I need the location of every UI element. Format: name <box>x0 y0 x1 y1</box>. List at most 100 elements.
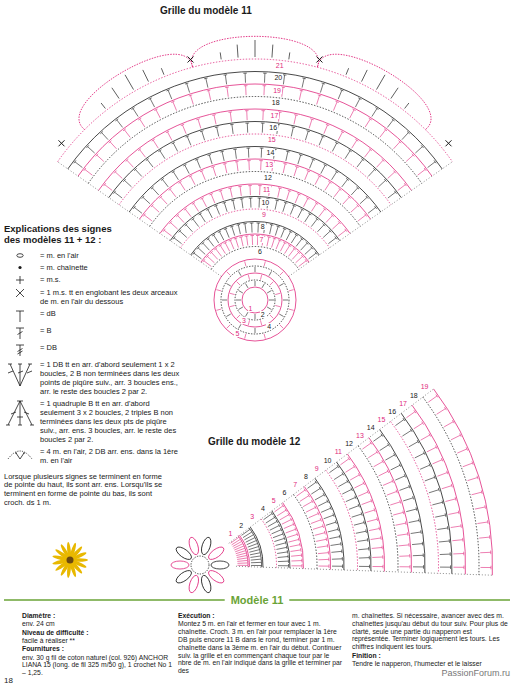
stitch-symbol <box>176 214 184 222</box>
stitch-symbol <box>477 520 488 524</box>
round-arc <box>401 413 452 573</box>
stitch-symbol <box>338 131 344 140</box>
stitch-symbol <box>301 242 309 250</box>
stitch-symbol <box>362 442 372 450</box>
stitch-symbol <box>126 159 134 167</box>
stitch-symbol <box>186 136 191 145</box>
stitch-symbol <box>329 465 339 473</box>
heading-rule <box>4 599 225 601</box>
section-heading: Niveau de difficulté : <box>22 629 172 637</box>
round-number: 10 <box>323 457 333 464</box>
stitch-symbol <box>185 224 193 232</box>
stitch-symbol <box>278 564 289 568</box>
stitch-symbol <box>260 320 261 325</box>
legend-row: = m.s. <box>4 275 180 284</box>
chart-title: Grille du modèle 12 <box>208 436 300 448</box>
stitch-symbol <box>275 293 280 294</box>
round-number: 14 <box>366 424 376 431</box>
stitch-symbol <box>437 471 447 476</box>
stitch-symbol <box>332 564 343 568</box>
stitch-symbol <box>439 539 450 543</box>
stitch-symbol <box>242 528 252 536</box>
round-number: 5 <box>234 330 240 337</box>
stitch-symbol <box>358 214 367 221</box>
stitch-symbol <box>237 561 248 565</box>
round-arc <box>369 438 412 573</box>
stitch-symbol <box>442 484 453 489</box>
stitch-symbol <box>412 542 423 546</box>
stitch-symbol <box>276 240 281 249</box>
stitch-symbol <box>372 546 383 550</box>
stitch-symbol <box>409 440 419 447</box>
stitch-symbol <box>274 537 285 542</box>
stitch-symbol <box>289 309 294 310</box>
round-number: 16 <box>387 408 397 415</box>
stitch-symbol <box>234 238 239 248</box>
stitch-symbol <box>166 90 171 99</box>
stitch-symbol <box>201 198 207 207</box>
stitch-symbol <box>226 314 230 317</box>
stitch-symbol <box>197 247 205 255</box>
stitch-symbol <box>385 453 395 460</box>
stitch-symbol <box>400 485 410 490</box>
round-number: 11 <box>262 186 271 193</box>
stitch-symbol <box>169 221 177 229</box>
stitch-symbol <box>280 325 284 329</box>
flower-petal <box>207 545 226 562</box>
stitch-symbol <box>231 200 235 210</box>
stitch-symbol <box>333 101 338 110</box>
stitch-symbol <box>268 520 278 527</box>
stitch-symbol <box>342 178 349 187</box>
round-arc <box>68 72 442 169</box>
stitch-symbol <box>196 119 201 129</box>
flower-petal <box>200 574 213 594</box>
stitch-symbol <box>246 284 249 288</box>
stitch-symbol <box>270 315 274 319</box>
stitch-symbol <box>428 395 438 403</box>
stitch-symbol <box>352 512 363 517</box>
stitch-symbol <box>255 328 256 333</box>
stitch-symbol <box>356 529 367 533</box>
stitch-symbol <box>282 518 292 524</box>
round-number: 8 <box>260 223 266 230</box>
stitch-symbol <box>248 542 258 547</box>
legend-symbol <box>4 447 38 461</box>
round-number: 14 <box>266 149 276 156</box>
stitch-symbol <box>248 186 252 196</box>
stitch-symbol <box>248 275 249 280</box>
stitch-symbol <box>109 141 117 149</box>
stitch-symbol <box>245 261 246 266</box>
stitch-symbol <box>243 73 247 83</box>
stitch-symbol <box>334 188 341 197</box>
stitch-symbol <box>368 451 378 458</box>
stitch-symbol <box>343 196 351 204</box>
stitch-symbol <box>195 159 200 168</box>
stitch-symbol <box>133 206 142 213</box>
stitch-symbol <box>179 181 186 190</box>
body-text: Montez 5 m. en l'air et fermer en tour a… <box>178 620 344 675</box>
stitch-symbol <box>232 538 242 545</box>
stitch-symbol <box>345 150 352 159</box>
legend-row: = m. chaînette <box>4 263 180 272</box>
stitch-symbol <box>199 213 206 222</box>
stitch-symbol <box>371 536 382 540</box>
stitch-symbol <box>365 118 372 127</box>
stitch-symbol <box>154 109 160 118</box>
stitch-symbol <box>399 543 410 547</box>
round-arc <box>304 486 330 569</box>
stitch-symbol <box>428 160 437 167</box>
stitch-symbol <box>280 242 286 251</box>
stitch-symbol <box>338 480 348 487</box>
stitch-symbol <box>296 238 303 247</box>
stitch-symbol <box>239 324 242 328</box>
stitch-symbol <box>250 223 254 233</box>
round-arc <box>315 478 344 570</box>
stitch-symbol <box>294 166 299 176</box>
stitch-symbol <box>329 535 340 539</box>
legend-symbol <box>4 360 38 388</box>
round-number: 4 <box>260 505 266 512</box>
stitch-symbol <box>334 472 344 479</box>
legend-row: = 1 quadruple B tt en arr. d'abord seule… <box>4 399 180 444</box>
chart-title: Grille du modèle 11 <box>160 5 252 17</box>
stitch-symbol <box>206 209 212 218</box>
